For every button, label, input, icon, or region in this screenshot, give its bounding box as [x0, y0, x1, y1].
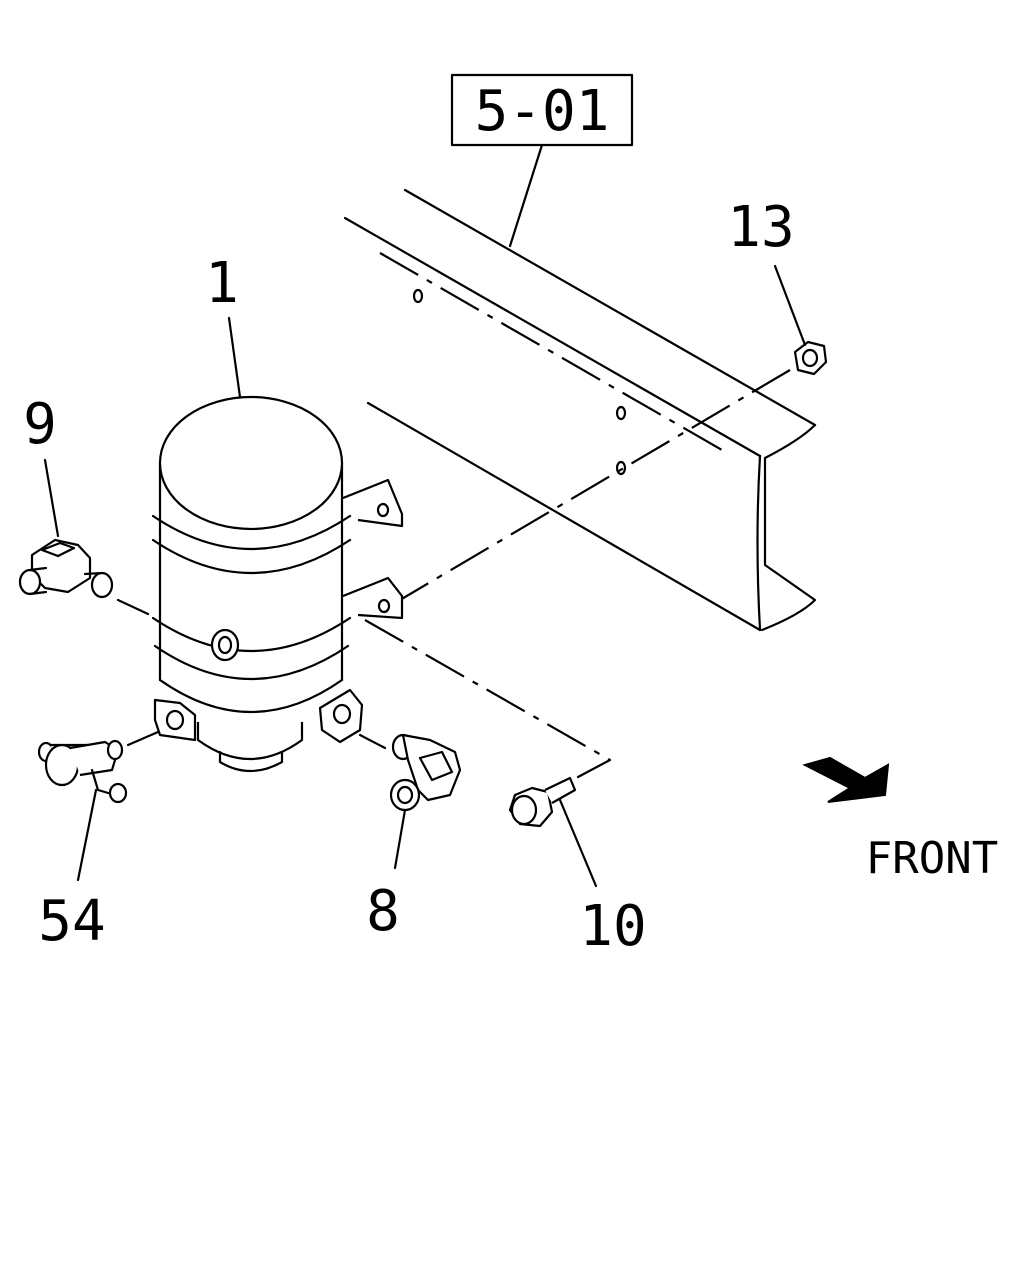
tee-fitting-part-9[interactable]	[18, 538, 114, 599]
front-direction-indicator: FRONT	[802, 756, 998, 884]
callout-9-label: 9	[23, 392, 57, 457]
callout-13-leader	[773, 264, 807, 347]
frame-rail	[343, 188, 817, 632]
callout-8-label: 8	[366, 879, 400, 944]
arrow-icon	[802, 756, 890, 803]
front-label: FRONT	[866, 833, 998, 884]
callout-1-leader	[227, 316, 242, 399]
flange-bolt-part-10[interactable]	[508, 776, 577, 828]
callout-9-leader	[43, 458, 60, 538]
callout-1-label: 1	[205, 251, 239, 316]
reference-box-label: 5-01	[475, 79, 610, 144]
callout-10-leader	[558, 798, 598, 888]
callout-54-leader	[76, 788, 98, 882]
bolt-10-axis-return	[576, 758, 612, 779]
reference-leader-line	[508, 143, 544, 248]
reference-box[interactable]: 5-01	[450, 73, 634, 248]
elbow-fitting-part-54[interactable]	[37, 739, 128, 804]
part-9-connection-line	[116, 598, 150, 616]
callout-54-label: 54	[38, 889, 105, 954]
callout-8-leader	[393, 808, 407, 870]
rail-centerline	[379, 252, 723, 451]
callout-13-label: 13	[727, 195, 794, 260]
part-8-connection-line	[358, 733, 387, 750]
part-54-connection-line	[126, 730, 160, 747]
bolt-10-axis-line	[364, 619, 611, 761]
flange-nut-part-13[interactable]	[793, 340, 828, 376]
bolt-axis-line	[399, 369, 791, 601]
callout-10-label: 10	[579, 894, 646, 959]
air-dryer-part-1[interactable]	[151, 395, 404, 772]
straight-fitting-part-8[interactable]	[389, 733, 462, 812]
